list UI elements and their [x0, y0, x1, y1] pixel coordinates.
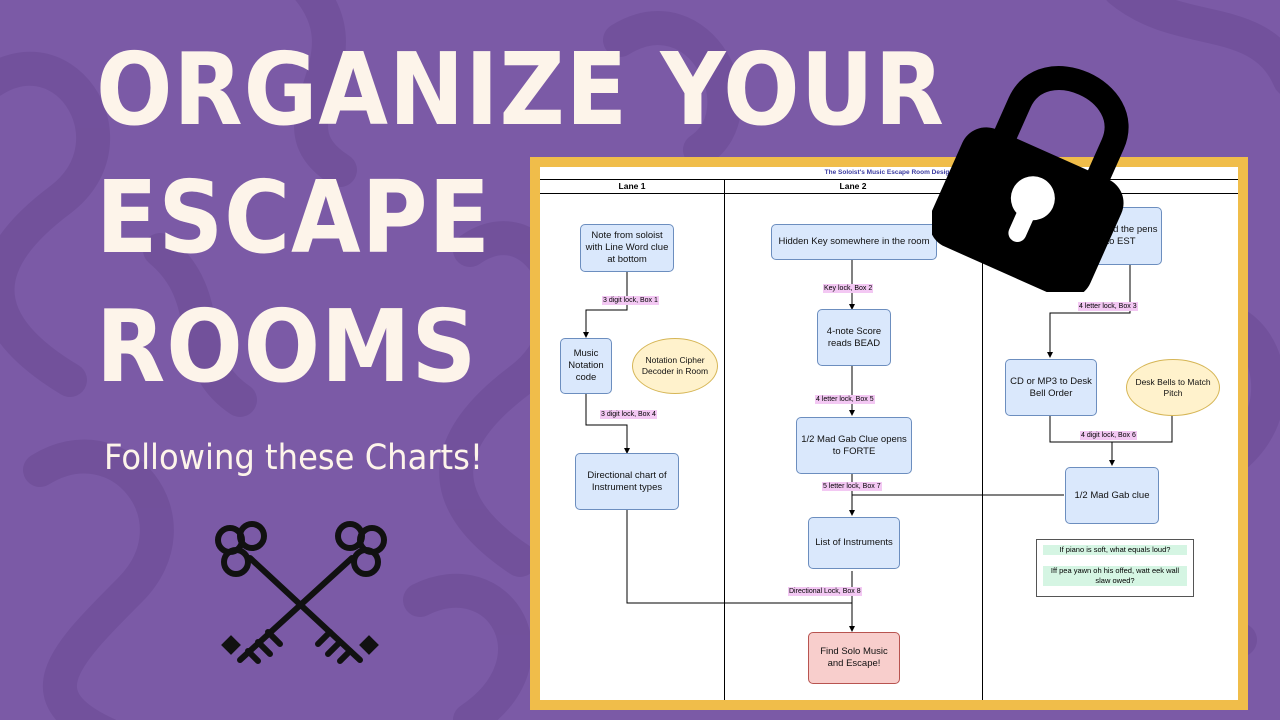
edge-label-box6: 4 digit lock, Box 6: [1080, 431, 1137, 440]
headline-line-3: ROOMS: [96, 288, 478, 405]
edge-label-box8: Directional Lock, Box 8: [788, 587, 862, 596]
edge-label-box2: Key lock, Box 2: [823, 284, 874, 293]
node-four-note-score: 4-note Score reads BEAD: [817, 309, 891, 366]
headline-line-2: ESCAPE: [96, 159, 491, 276]
node-list-of-instruments: List of Instruments: [808, 517, 900, 569]
diagram-title: The Soloist's Music Escape Room Design: [824, 169, 954, 176]
node-hidden-key: Hidden Key somewhere in the room: [771, 224, 937, 260]
edge-label-box3: 4 letter lock, Box 3: [1078, 302, 1138, 311]
node-notation-cipher-decoder: Notation Cipher Decoder in Room: [632, 338, 718, 394]
node-music-notation-code: Music Notation code: [560, 338, 612, 394]
node-desk-bells-match-pitch: Desk Bells to Match Pitch: [1126, 359, 1220, 416]
riddle-line-1: If piano is soft, what equals loud?: [1043, 545, 1187, 555]
diagram-connectors: [583, 259, 1173, 632]
edge-label-box7: 5 letter lock, Box 7: [822, 482, 882, 491]
edge-label-box5: 4 letter lock, Box 5: [815, 395, 875, 404]
diagram-frame: The Soloist's Music Escape Room Design L…: [530, 157, 1248, 710]
title-divider: [540, 179, 1238, 180]
subtitle: Following these Charts!: [104, 438, 483, 478]
edge-label-box1: 3 digit lock, Box 1: [602, 296, 659, 305]
lane-1-header: Lane 1: [618, 181, 646, 191]
node-note-from-soloist: Note from soloist with Line Word clue at…: [580, 224, 674, 272]
node-mad-gab-clue: 1/2 Mad Gab clue: [1065, 467, 1159, 524]
node-mad-gab-forte: 1/2 Mad Gab Clue opens to FORTE: [796, 417, 912, 474]
riddle-line-2: Iff pea yawn oh his offed, watt eek wall…: [1043, 566, 1187, 586]
padlock-icon: [932, 66, 1129, 292]
node-cd-mp3-desk-bell: CD or MP3 to Desk Bell Order: [1005, 359, 1097, 416]
lane-divider-1: [724, 179, 725, 700]
lane-divider-2: [982, 179, 983, 700]
node-find-solo-music: Find Solo Music and Escape!: [808, 632, 900, 684]
diagram-canvas: The Soloist's Music Escape Room Design L…: [540, 167, 1238, 700]
header-divider: [540, 193, 1238, 194]
crossed-keys-icon: [215, 521, 387, 664]
headline-line-1: ORGANIZE YOUR: [96, 31, 945, 148]
riddle-note: If piano is soft, what equals loud? Iff …: [1036, 539, 1194, 597]
lane-2-header: Lane 2: [839, 181, 867, 191]
node-directional-chart: Directional chart of Instrument types: [575, 453, 679, 510]
edge-label-box4: 3 digit lock, Box 4: [600, 410, 657, 419]
